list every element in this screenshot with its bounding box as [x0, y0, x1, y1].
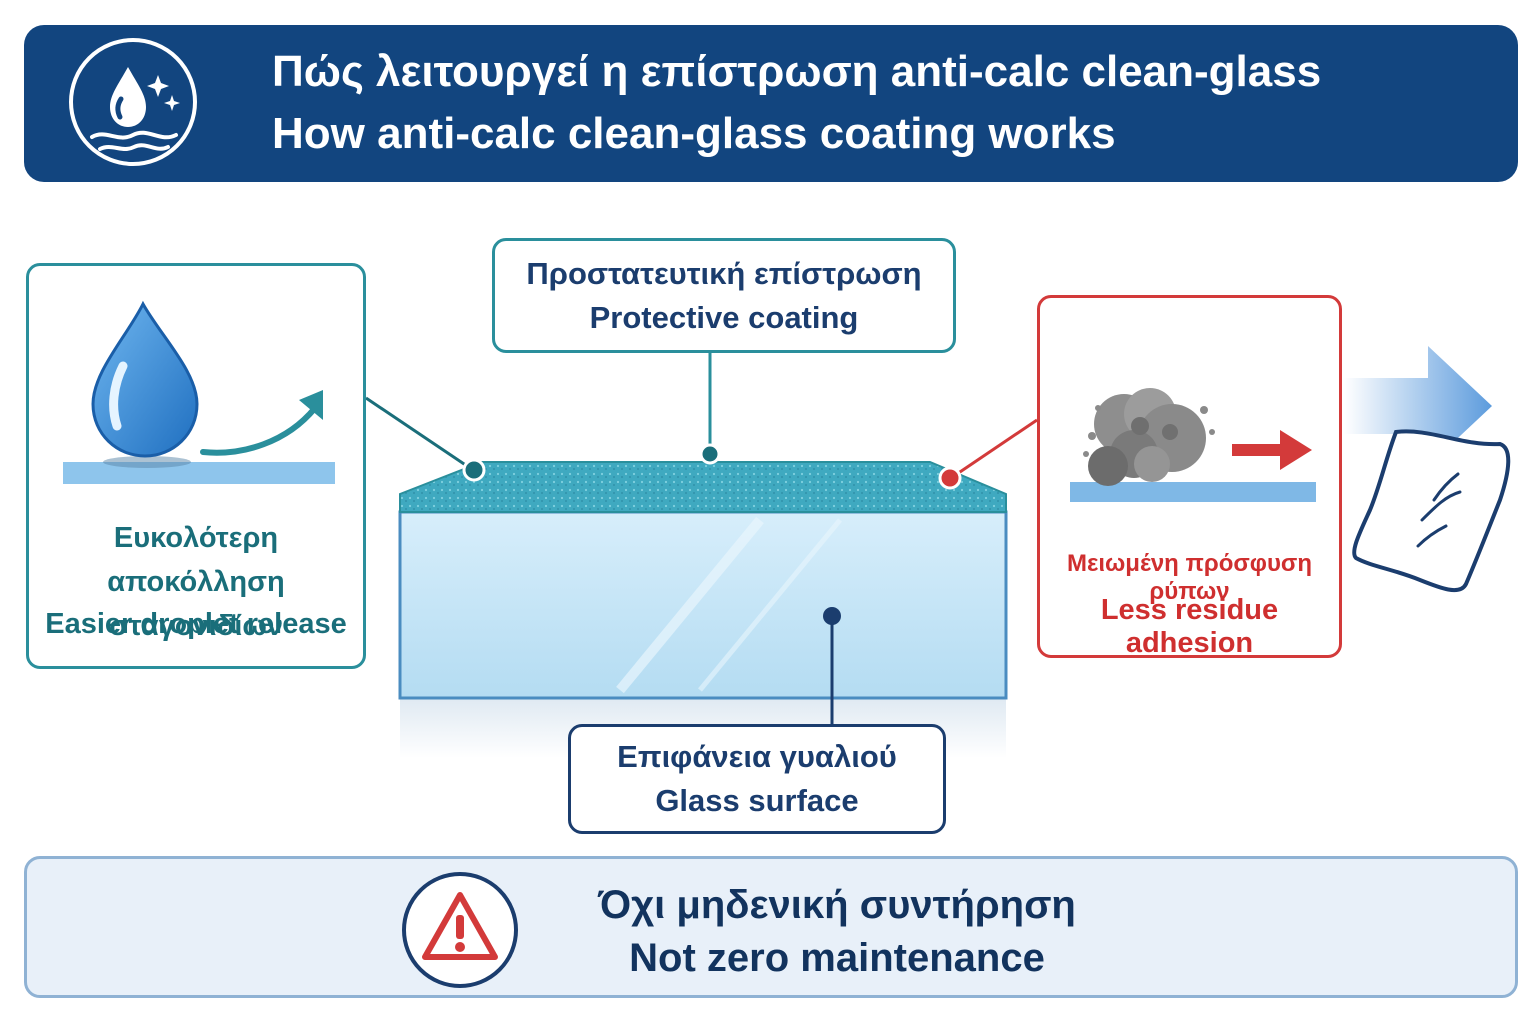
dirt-particle-icon	[1070, 388, 1316, 502]
glass-label-english: Glass surface	[655, 783, 859, 818]
droplet-text-greek: Ευκολότερη αποκόλληση σταγονιδίων	[29, 516, 363, 648]
maintenance-text-english: Not zero maintenance	[629, 936, 1045, 980]
droplet-text-english: Easier droplet release	[45, 608, 347, 640]
water-drop-sparkle-icon	[69, 38, 197, 166]
maintenance-text: Όχι μηδενική συντήρηση Not zero maintena…	[497, 879, 1177, 985]
residue-adhesion-card: Μειωμένη πρόσφυση ρύπων Less residue adh…	[1037, 295, 1342, 659]
residue-text-english: Less residue adhesion	[1100, 594, 1279, 659]
maintenance-note: Όχι μηδενική συντήρηση Not zero maintena…	[24, 856, 1518, 998]
droplet-marker	[462, 458, 486, 482]
page-title: Πώς λειτουργεί η επίστρωση anti-calc cle…	[272, 41, 1321, 165]
maintenance-text-greek: Όχι μηδενική συντήρηση	[598, 883, 1076, 927]
droplet-text-greek-line2: σταγονιδίων	[108, 610, 284, 642]
cleaning-cloth-icon	[1352, 429, 1511, 593]
title-english: How anti-calc clean-glass coating works	[272, 109, 1116, 158]
glass-marker	[823, 607, 841, 625]
water-drop-icon	[63, 300, 335, 484]
title-greek: Πώς λειτουργεί η επίστρωση anti-calc cle…	[272, 47, 1322, 96]
coating-label-greek: Προστατευτική επίστρωση	[526, 255, 922, 291]
droplet-release-card: Ευκολότερη αποκόλληση σταγονιδίων Easier…	[26, 263, 366, 669]
wipe-direction-arrow	[1344, 346, 1492, 466]
droplet-text-greek-line1: Ευκολότερη αποκόλληση	[107, 522, 285, 598]
glass-block	[398, 510, 1008, 700]
glass-surface-label: Επιφάνεια γυαλιού Glass surface	[568, 724, 946, 834]
coating-marker	[699, 443, 721, 465]
header-banner: Πώς λειτουργεί η επίστρωση anti-calc cle…	[24, 25, 1518, 182]
warning-triangle-icon	[402, 872, 518, 988]
glass-label-greek: Επιφάνεια γυαλιού	[617, 739, 897, 774]
coating-label: Προστατευτική επίστρωση Protective coati…	[492, 238, 956, 353]
coating-layer	[399, 461, 1007, 513]
coating-label-english: Protective coating	[589, 299, 859, 335]
residue-marker	[938, 466, 962, 490]
residue-text-greek: Μειωμένη πρόσφυση ρύπων	[1066, 550, 1313, 605]
